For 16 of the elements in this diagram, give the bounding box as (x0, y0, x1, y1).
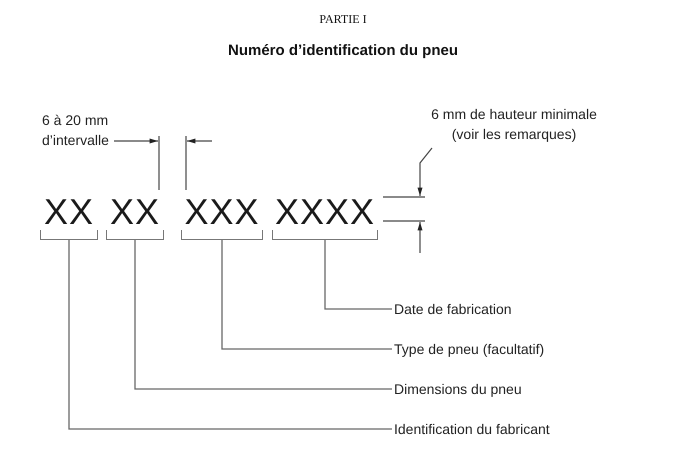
leader-line (134, 240, 392, 390)
diagram-title: Numéro d’identification du pneu (228, 42, 458, 59)
description-label: Identification du fabricant (394, 420, 550, 438)
description-label: Type de pneu (facultatif) (394, 340, 544, 358)
code-characters: XXXX (272, 194, 378, 240)
leader-line (221, 240, 392, 350)
part-heading: PARTIE I (319, 12, 367, 27)
code-characters: XXX (181, 194, 263, 240)
height-note: 6 mm de hauteur minimale (voir les remarques) (430, 105, 598, 144)
spacing-note: 6 à 20 mm d’intervalle (42, 111, 110, 150)
leader-line (68, 240, 392, 430)
description-label: Dimensions du pneu (394, 380, 522, 398)
code-characters: XX (40, 194, 98, 240)
code-characters: XX (106, 194, 164, 240)
description-label: Date de fabrication (394, 300, 512, 318)
leader-line (324, 240, 392, 310)
